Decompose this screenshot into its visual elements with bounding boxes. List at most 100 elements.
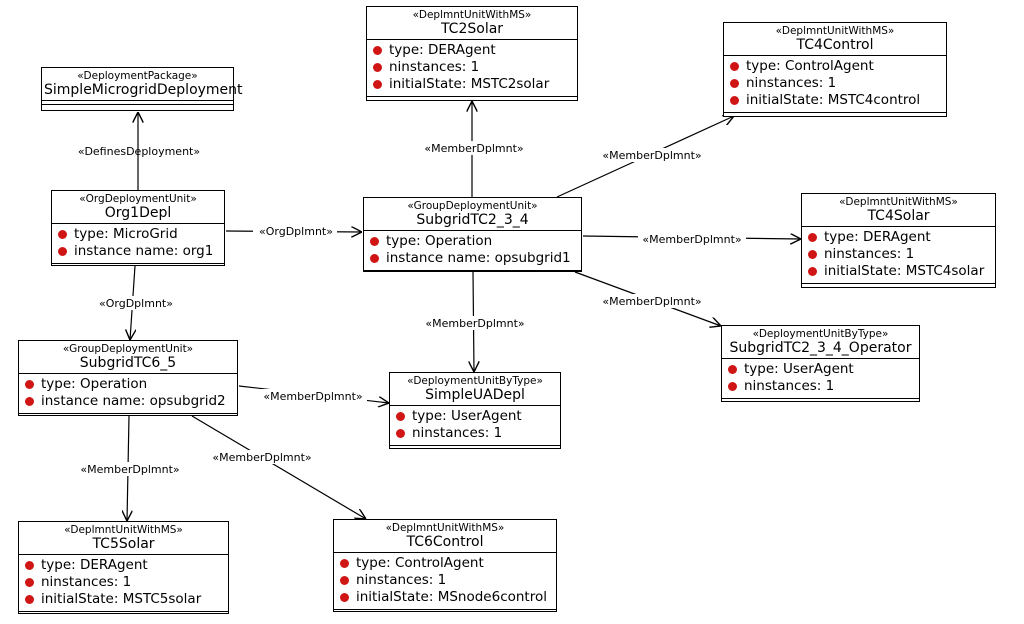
node-name: SimpleMicrogridDeployment — [44, 82, 243, 99]
attribute-dot-icon — [728, 382, 737, 392]
stereotype-label: «GroupDeploymentUnit» — [407, 200, 538, 212]
attribute-dot-icon — [728, 365, 737, 375]
attribute-dot-icon — [25, 397, 34, 407]
attribute-dot-icon — [808, 233, 817, 243]
attribute-row: instance name: org1 — [58, 243, 220, 260]
attribute-row: type: DERAgent — [373, 42, 573, 59]
attribute-row: ninstances: 1 — [808, 246, 991, 263]
node-subgrid-tc6-5[interactable]: «GroupDeploymentUnit» SubgridTC6_5 type:… — [18, 340, 238, 416]
attribute-row: type: DERAgent — [25, 557, 224, 574]
node-tc6control[interactable]: «DeplmntUnitWithMS» TC6Control type: Con… — [333, 519, 557, 612]
attribute-dot-icon — [340, 559, 349, 569]
attribute-row: type: Operation — [370, 233, 577, 250]
edge-subgrid-tc2-to-tc2solar[interactable]: «MemberDplmnt» — [420, 101, 528, 197]
edge-subgrid-tc6-to-tc6control[interactable]: «MemberDplmnt» — [191, 415, 366, 519]
attribute-row: ninstances: 1 — [728, 378, 915, 395]
edge-label: «MemberDplmnt» — [602, 295, 701, 308]
attribute-dot-icon — [25, 380, 34, 390]
attribute-row: initialState: MSTC5solar — [25, 591, 224, 608]
stereotype-label: «DeplmntUnitWithMS» — [64, 524, 183, 536]
attribute-row: instance name: opsubgrid1 — [370, 250, 577, 267]
edge-subgrid-tc2-to-tc4solar[interactable]: «MemberDplmnt» — [582, 232, 801, 246]
attribute-row: type: MicroGrid — [58, 226, 220, 243]
attribute-dot-icon — [370, 237, 379, 247]
attribute-dot-icon — [730, 79, 739, 89]
edge-label: «MemberDplmnt» — [642, 233, 741, 246]
edge-label: «OrgDplmnt» — [99, 297, 173, 310]
node-subgrid-tc2-3-4-operator[interactable]: «DeploymentUnitByType» SubgridTC2_3_4_Op… — [721, 325, 920, 402]
attribute-dot-icon — [373, 80, 382, 90]
stereotype-label: «DeploymentUnitByType» — [407, 375, 543, 387]
edge-defines-deployment[interactable]: «DefinesDeployment» — [78, 112, 200, 190]
attribute-dot-icon — [808, 250, 817, 260]
attribute-dot-icon — [340, 593, 349, 603]
node-org1depl[interactable]: «OrgDeploymentUnit» Org1Depl type: Micro… — [51, 190, 225, 266]
attribute-dot-icon — [25, 578, 34, 588]
attribute-row: initialState: MSnode6control — [340, 589, 552, 606]
node-tc2solar[interactable]: «DeplmntUnitWithMS» TC2Solar type: DERAg… — [366, 6, 578, 101]
node-name: TC2Solar — [440, 21, 504, 38]
stereotype-label: «DeplmntUnitWithMS» — [839, 196, 958, 208]
attribute-row: type: DERAgent — [808, 229, 991, 246]
attribute-row: type: Operation — [25, 376, 233, 393]
edge-org-to-subgrid-tc2[interactable]: «OrgDplmnt» — [225, 224, 362, 238]
edge-label: «DefinesDeployment» — [78, 145, 200, 158]
node-name: TC4Control — [796, 37, 874, 54]
stereotype-label: «DeploymentUnitByType» — [752, 328, 889, 340]
attribute-dot-icon — [730, 96, 739, 106]
stereotype-label: «DeplmntUnitWithMS» — [412, 9, 532, 21]
attribute-row: type: UserAgent — [728, 361, 915, 378]
attribute-dot-icon — [58, 230, 67, 240]
attribute-row: ninstances: 1 — [373, 59, 573, 76]
stereotype-label: «DeplmntUnitWithMS» — [775, 25, 895, 37]
node-subgrid-tc2-3-4[interactable]: «GroupDeploymentUnit» SubgridTC2_3_4 typ… — [363, 197, 582, 272]
edge-label: «MemberDplmnt» — [263, 390, 362, 403]
stereotype-label: «DeplmntUnitWithMS» — [385, 522, 505, 534]
attribute-dot-icon — [373, 46, 382, 56]
attribute-dot-icon — [373, 63, 382, 73]
node-name: TC6Control — [406, 534, 484, 551]
attribute-row: type: ControlAgent — [340, 555, 552, 572]
edge-subgrid-tc2-to-simpleua[interactable]: «MemberDplmnt» — [421, 271, 529, 372]
node-simpleuadepl[interactable]: «DeploymentUnitByType» SimpleUADepl type… — [389, 372, 561, 449]
attribute-row: ninstances: 1 — [396, 425, 556, 442]
node-tc4control[interactable]: «DeplmntUnitWithMS» TC4Control type: Con… — [723, 22, 947, 117]
attribute-dot-icon — [25, 595, 34, 605]
attribute-dot-icon — [370, 254, 379, 264]
node-name: TC4Solar — [867, 208, 930, 225]
edge-label: «MemberDplmnt» — [424, 142, 523, 155]
node-name: SubgridTC2_3_4 — [416, 212, 529, 229]
node-simple-microgrid-deployment[interactable]: «DeploymentPackage» SimpleMicrogridDeplo… — [41, 67, 243, 111]
edge-subgrid-tc6-to-simpleua[interactable]: «MemberDplmnt» — [238, 385, 389, 403]
stereotype-label: «OrgDeploymentUnit» — [79, 193, 197, 205]
edge-org-to-subgrid-tc6[interactable]: «OrgDplmnt» — [96, 265, 176, 340]
edge-subgrid-tc2-to-tc4control[interactable]: «MemberDplmnt» — [556, 116, 734, 198]
attribute-dot-icon — [396, 412, 405, 422]
attribute-row: ninstances: 1 — [340, 572, 552, 589]
attribute-dot-icon — [808, 267, 817, 277]
edge-label: «MemberDplmnt» — [212, 451, 311, 464]
edge-subgrid-tc6-to-tc5solar[interactable]: «MemberDplmnt» — [76, 415, 184, 521]
stereotype-label: «DeploymentPackage» — [77, 70, 198, 82]
node-name: SubgridTC6_5 — [79, 355, 177, 372]
node-name: SimpleUADepl — [425, 387, 525, 404]
attribute-row: initialState: MSTC2solar — [373, 76, 573, 93]
edge-subgrid-tc2-to-operator[interactable]: «MemberDplmnt» — [574, 271, 721, 326]
attribute-row: instance name: opsubgrid2 — [25, 393, 233, 410]
attribute-row: initialState: MSTC4solar — [808, 263, 991, 280]
edge-label: «MemberDplmnt» — [425, 317, 524, 330]
node-name: TC5Solar — [92, 536, 155, 553]
attribute-row: initialState: MSTC4control — [730, 92, 942, 109]
stereotype-label: «GroupDeploymentUnit» — [62, 343, 194, 355]
attribute-row: type: UserAgent — [396, 408, 556, 425]
attribute-dot-icon — [730, 62, 739, 72]
node-tc5solar[interactable]: «DeplmntUnitWithMS» TC5Solar type: DERAg… — [18, 521, 229, 614]
edge-label: «MemberDplmnt» — [80, 463, 179, 476]
attribute-dot-icon — [340, 576, 349, 586]
node-tc4solar[interactable]: «DeplmntUnitWithMS» TC4Solar type: DERAg… — [801, 193, 996, 288]
node-name: SubgridTC2_3_4_Operator — [729, 340, 912, 357]
attribute-dot-icon — [58, 247, 67, 257]
edge-label: «OrgDplmnt» — [259, 225, 333, 238]
attribute-row: type: ControlAgent — [730, 58, 942, 75]
